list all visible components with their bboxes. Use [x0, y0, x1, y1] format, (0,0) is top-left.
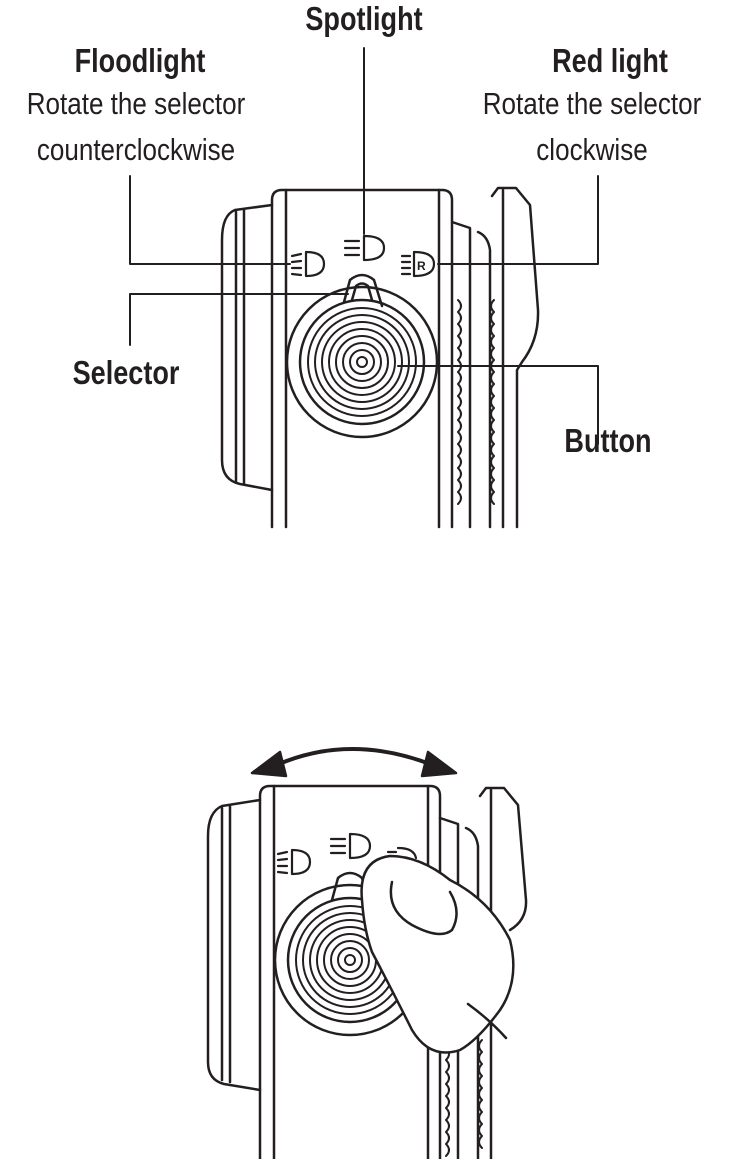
spotlight-mode-icon	[343, 234, 386, 262]
leader-lines	[129, 47, 599, 445]
red-light-instruction-line2: clockwise	[536, 132, 648, 167]
red-light-instruction-line1: Rotate the selector	[482, 86, 702, 121]
button-label: Button	[564, 422, 652, 459]
thumb-icon	[360, 854, 515, 1054]
spotlight-label: Spotlight	[305, 0, 423, 37]
rotate-double-arrow-icon	[250, 747, 458, 778]
selector-label: Selector	[72, 354, 180, 391]
floodlight-mode-icon	[290, 250, 326, 278]
floodlight-instruction-line2: counterclockwise	[36, 132, 236, 167]
svg-text:R: R	[417, 259, 426, 273]
floodlight-instruction-line1: Rotate the selector	[26, 86, 246, 121]
red-light-mode-icon: R	[400, 250, 436, 278]
red-light-label: Red light	[552, 42, 668, 79]
device-top	[220, 186, 540, 529]
floodlight-label: Floodlight	[74, 42, 206, 79]
